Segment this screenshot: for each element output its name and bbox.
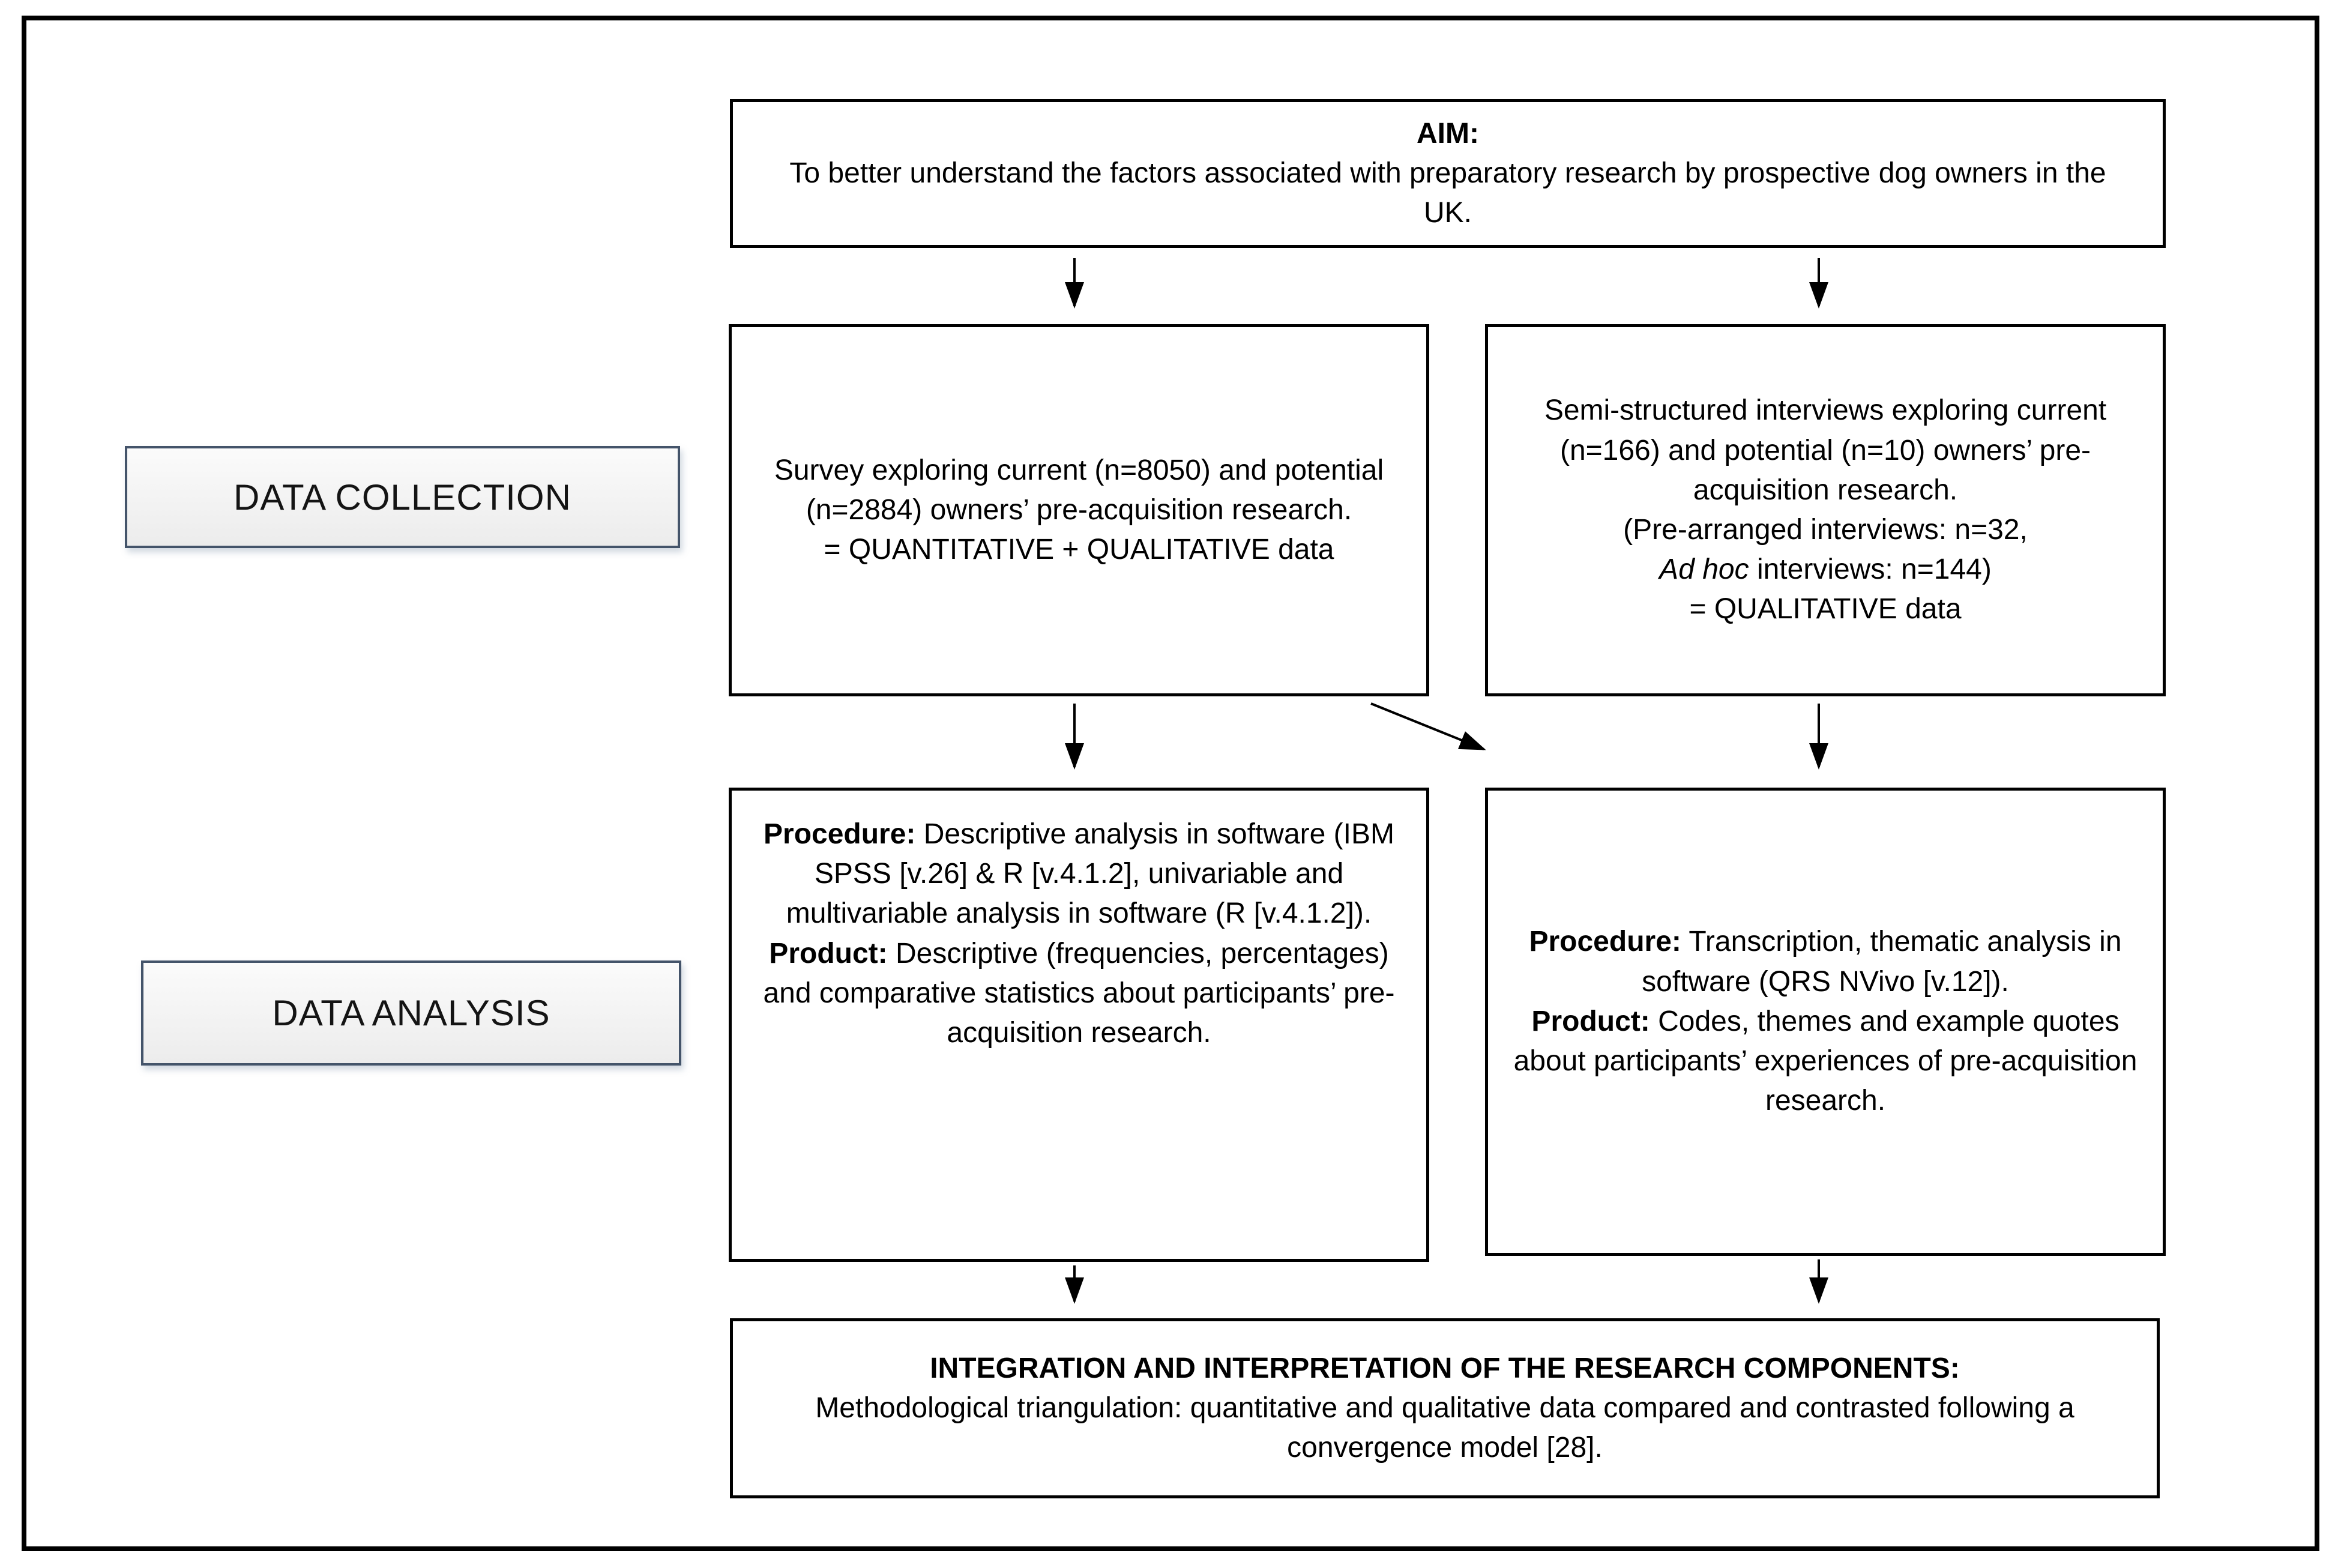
- aim-body: To better understand the factors associa…: [789, 157, 2106, 229]
- stage-label-data-collection: DATA COLLECTION: [125, 446, 680, 548]
- quant-product-label: Product:: [769, 937, 888, 969]
- stage-label-data-analysis: DATA ANALYSIS: [141, 960, 681, 1066]
- interview-detail-line2: Ad hoc interviews: n=144): [1506, 550, 2145, 590]
- survey-collection-box: Survey exploring current (n=8050) and po…: [729, 324, 1429, 696]
- survey-description: Survey exploring current (n=8050) and po…: [774, 454, 1384, 526]
- quant-procedure-label: Procedure:: [764, 818, 916, 850]
- quant-procedure-text: Descriptive analysis in software (IBM SP…: [786, 818, 1394, 930]
- qual-product-label: Product:: [1531, 1005, 1650, 1037]
- figure-border: [22, 16, 2319, 1551]
- interview-detail-line1: (Pre-arranged interviews: n=32,: [1623, 514, 2028, 546]
- interview-detail-adhoc: Ad hoc: [1659, 553, 1749, 586]
- aim-title: AIM:: [1417, 117, 1479, 149]
- qualitative-analysis-box: Procedure: Transcription, thematic analy…: [1485, 788, 2166, 1256]
- interview-detail-line2-rest: interviews: n=144): [1749, 553, 1992, 586]
- quant-product-text: Descriptive (frequencies, percentages) a…: [763, 937, 1395, 1049]
- interview-data-type: = QUALITATIVE data: [1689, 593, 1962, 626]
- qual-product-text: Codes, themes and example quotes about p…: [1513, 1005, 2138, 1117]
- qual-procedure-label: Procedure:: [1529, 926, 1681, 958]
- interview-description: Semi-structured interviews exploring cur…: [1544, 394, 2107, 506]
- interview-collection-box: Semi-structured interviews exploring cur…: [1485, 324, 2166, 696]
- integration-body: Methodological triangulation: quantitati…: [815, 1392, 2074, 1464]
- integration-box: INTEGRATION AND INTERPRETATION OF THE RE…: [730, 1318, 2160, 1498]
- aim-box: AIM: To better understand the factors as…: [730, 99, 2166, 248]
- stage-label-data-analysis-text: DATA ANALYSIS: [272, 993, 550, 1033]
- qual-procedure-text: Transcription, thematic analysis in soft…: [1642, 926, 2122, 998]
- survey-data-type: = QUANTITATIVE + QUALITATIVE data: [824, 534, 1334, 566]
- stage-label-data-collection-text: DATA COLLECTION: [233, 477, 571, 517]
- quantitative-analysis-box: Procedure: Descriptive analysis in softw…: [729, 788, 1429, 1262]
- integration-title: INTEGRATION AND INTERPRETATION OF THE RE…: [930, 1352, 1960, 1384]
